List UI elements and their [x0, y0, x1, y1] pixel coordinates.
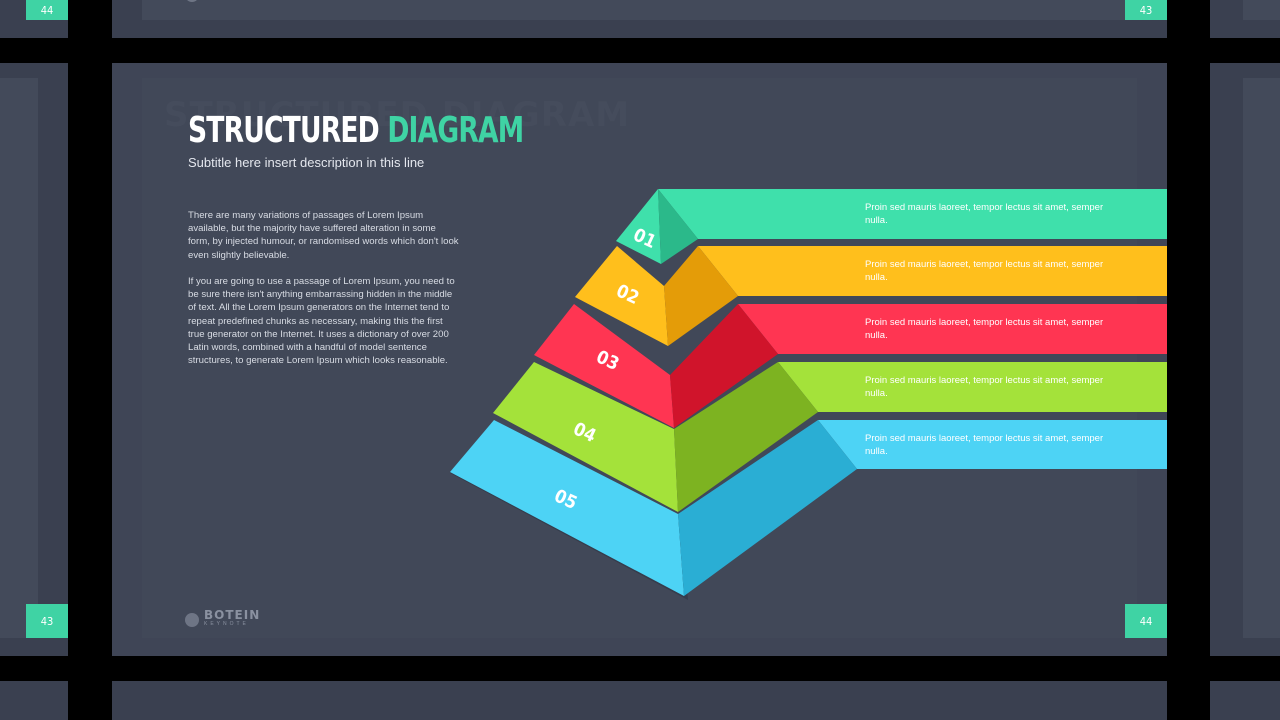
level-1-right-face — [658, 189, 698, 264]
level-5-right-face — [678, 420, 857, 596]
page-number-badge: 44 — [26, 0, 68, 20]
ghost-panel — [142, 0, 1137, 20]
level-4-right-face — [674, 362, 818, 512]
title-accent: DIAGRAM — [387, 110, 524, 151]
ghost-title: STRUCTURED DIAGRAM — [164, 95, 631, 135]
page-number-badge: 44 — [1125, 604, 1167, 638]
level-1-left-face — [616, 189, 661, 264]
page-number-badge: 43 — [1125, 0, 1167, 20]
slide-thumbnail-top-center[interactable]: BOTEIN KEYNOTE 43 — [112, 0, 1167, 38]
band-2-text: Proin sed mauris laoreet, tempor lectus … — [865, 259, 1104, 283]
band-5 — [818, 420, 1167, 469]
slide-thumbnail-top-left[interactable]: 44 — [0, 0, 68, 38]
slide-subtitle: Subtitle here insert description in this… — [188, 155, 425, 170]
level-2-left-face — [575, 246, 668, 346]
band-1 — [658, 189, 1167, 239]
band-4-text: Proin sed mauris laoreet, tempor lectus … — [865, 375, 1104, 399]
logo: BOTEIN KEYNOTE — [185, 608, 261, 629]
band-3 — [738, 304, 1167, 354]
level-5-left-face — [450, 420, 684, 596]
ghost-panel — [0, 78, 38, 638]
slide-thumbnail-right[interactable] — [1210, 63, 1280, 656]
logo-icon — [185, 613, 199, 627]
slide-thumbnail-bottom-right[interactable] — [1210, 681, 1280, 720]
title-white: STRUCTURED — [188, 110, 380, 151]
band-2 — [698, 246, 1167, 296]
logo-sub: KEYNOTE — [204, 621, 249, 627]
level-4-left-face — [493, 362, 678, 512]
logo-name: BOTEIN — [204, 608, 261, 622]
band-1-text: Proin sed mauris laoreet, tempor lectus … — [865, 202, 1104, 226]
level-3-left-face — [534, 304, 674, 428]
pyramid-diagram: 01 02 03 04 05 — [450, 189, 1167, 600]
logo-icon — [185, 0, 199, 2]
logo-sub: KEYNOTE — [204, 0, 260, 4]
slide-thumbnail-top-right[interactable] — [1210, 0, 1280, 38]
slide-thumbnail-left[interactable]: 43 — [0, 63, 68, 656]
ghost-panel — [1243, 0, 1280, 20]
band-3-text: Proin sed mauris laoreet, tempor lectus … — [865, 317, 1104, 341]
body-paragraph-1: There are many variations of passages of… — [188, 210, 459, 261]
band-5-text: Proin sed mauris laoreet, tempor lectus … — [865, 433, 1104, 457]
slide-title: STRUCTURED DIAGRAM — [188, 110, 524, 151]
slide-thumbnail-bottom-left[interactable] — [0, 681, 68, 720]
slide-thumbnail-bottom-center[interactable] — [112, 681, 1167, 720]
level-3-right-face — [670, 304, 778, 428]
level-2-right-face — [664, 246, 738, 346]
ghost-panel — [1243, 78, 1280, 638]
logo: BOTEIN KEYNOTE — [185, 0, 260, 4]
body-paragraph-2: If you are going to use a passage of Lor… — [188, 276, 455, 367]
band-4 — [778, 362, 1167, 412]
page-number-badge: 43 — [26, 604, 68, 638]
main-slide[interactable]: STRUCTURED DIAGRAM STRUCTURED DIAGRAM Su… — [112, 63, 1167, 656]
